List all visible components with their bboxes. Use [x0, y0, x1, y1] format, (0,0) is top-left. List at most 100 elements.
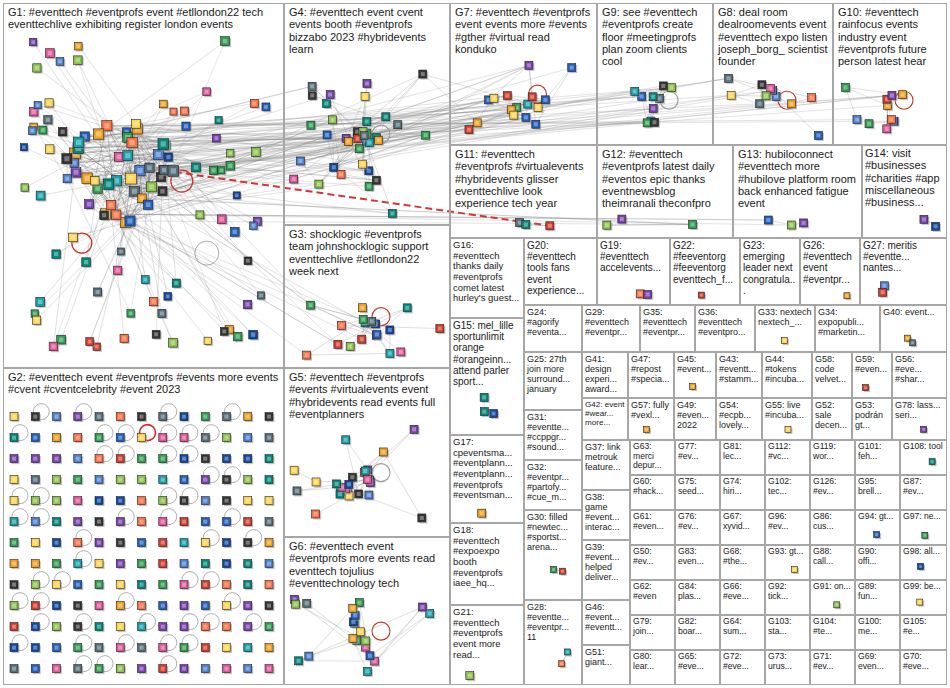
vertex-thumbnail	[170, 108, 177, 115]
vertex-highlight	[12, 604, 16, 608]
vertex-highlight	[361, 162, 365, 166]
vertex-thumbnail	[221, 37, 230, 46]
network-edge	[334, 135, 426, 167]
self-loop	[161, 404, 177, 420]
self-loop	[225, 593, 241, 609]
vertex-highlight	[109, 203, 114, 208]
vertex-thumbnail	[158, 309, 166, 317]
vertex-thumbnail	[86, 338, 94, 346]
vertex-thumbnail	[394, 121, 402, 129]
vertex-highlight	[76, 478, 80, 482]
vertex-shadow	[700, 294, 706, 300]
vertex-highlight	[182, 541, 186, 545]
vertex-highlight	[651, 106, 655, 110]
vertex-thumbnail	[74, 665, 82, 673]
self-loop	[118, 593, 134, 609]
vertex-highlight	[802, 221, 806, 225]
vertex-thumbnail	[201, 476, 209, 484]
network-edge	[367, 74, 423, 121]
vertex-highlight	[206, 339, 210, 343]
vertex-highlight	[534, 122, 538, 126]
vertex-highlight	[76, 58, 80, 62]
vertex-thumbnail	[116, 623, 124, 631]
network-edge	[132, 143, 162, 314]
vertex-highlight	[118, 499, 122, 503]
network-edge	[307, 319, 364, 355]
vertex-highlight	[405, 306, 409, 310]
vertex-thumbnail	[357, 628, 365, 636]
network-edge	[161, 177, 261, 295]
vertex-thumbnail	[53, 518, 61, 526]
vertex-highlight	[661, 84, 665, 88]
vertex-thumbnail	[168, 166, 179, 177]
vertex-thumbnail	[180, 560, 188, 568]
vertex-thumbnail	[490, 94, 498, 102]
vertex-thumbnail	[244, 455, 252, 463]
vertex-shadow	[919, 565, 925, 571]
network-edge	[312, 86, 364, 135]
vertex-thumbnail	[244, 602, 252, 610]
vertex-highlight	[203, 478, 207, 482]
vertex-thumbnail	[366, 652, 374, 660]
vertex-highlight	[225, 667, 229, 671]
vertex-thumbnail	[201, 518, 209, 526]
vertex-thumbnail	[123, 151, 133, 161]
vertex-thumbnail	[10, 644, 18, 652]
edge-bundle	[24, 41, 936, 671]
vertex-thumbnail	[95, 581, 103, 589]
vertex-thumbnail	[116, 497, 124, 505]
vertex-thumbnail	[244, 476, 252, 484]
vertex-thumbnail	[144, 200, 153, 209]
vertex-highlight	[339, 323, 343, 327]
vertex-highlight	[118, 478, 122, 482]
vertex-thumbnail	[160, 166, 169, 175]
vertex-thumbnail	[93, 129, 103, 139]
vertex-thumbnail	[362, 637, 370, 645]
network-edge	[770, 88, 818, 135]
network-edge	[375, 607, 423, 661]
vertex-thumbnail	[159, 665, 167, 673]
vertex-highlight	[267, 667, 271, 671]
vertex-highlight	[76, 583, 80, 587]
vertex-highlight	[295, 489, 299, 493]
vertex-highlight	[182, 478, 186, 482]
vertex-thumbnail	[180, 539, 188, 547]
self-loop	[895, 91, 913, 109]
vertex-thumbnail	[34, 102, 41, 109]
vertex-thumbnail	[74, 434, 82, 442]
vertex-highlight	[864, 386, 867, 389]
vertex-highlight	[314, 480, 318, 484]
vertex-thumbnail	[559, 661, 565, 667]
vertex-thumbnail	[844, 293, 850, 299]
vertex-highlight	[140, 499, 144, 503]
network-edge	[90, 145, 164, 341]
vertex-thumbnail	[265, 665, 273, 673]
vertex-thumbnail	[53, 644, 61, 652]
self-loop	[161, 425, 177, 441]
vertex-thumbnail	[262, 103, 270, 111]
vertex-thumbnail	[31, 455, 39, 463]
vertex-shadow	[87, 339, 95, 347]
vertex-thumbnail	[31, 581, 39, 589]
vertex-thumbnail	[223, 581, 231, 589]
vertex-highlight	[267, 520, 271, 524]
vertex-highlight	[76, 520, 80, 524]
vertex-highlight	[816, 133, 820, 137]
network-edge	[140, 171, 168, 297]
vertex-highlight	[211, 168, 215, 172]
vertex-highlight	[347, 494, 351, 498]
vertex-highlight	[88, 340, 92, 344]
vertex-thumbnail	[863, 385, 869, 391]
vertex-highlight	[33, 583, 37, 587]
vertex-shadow	[197, 212, 205, 220]
vertex-thumbnail	[138, 665, 146, 673]
network-edge	[137, 129, 200, 215]
vertex-highlight	[885, 127, 889, 131]
vertex-thumbnail	[379, 448, 387, 456]
vertex-thumbnail	[53, 602, 61, 610]
vertex-highlight	[530, 95, 534, 99]
vertex-thumbnail	[223, 644, 231, 652]
vertex-highlight	[146, 202, 151, 207]
vertex-highlight	[246, 562, 250, 566]
vertex-highlight	[381, 450, 385, 454]
